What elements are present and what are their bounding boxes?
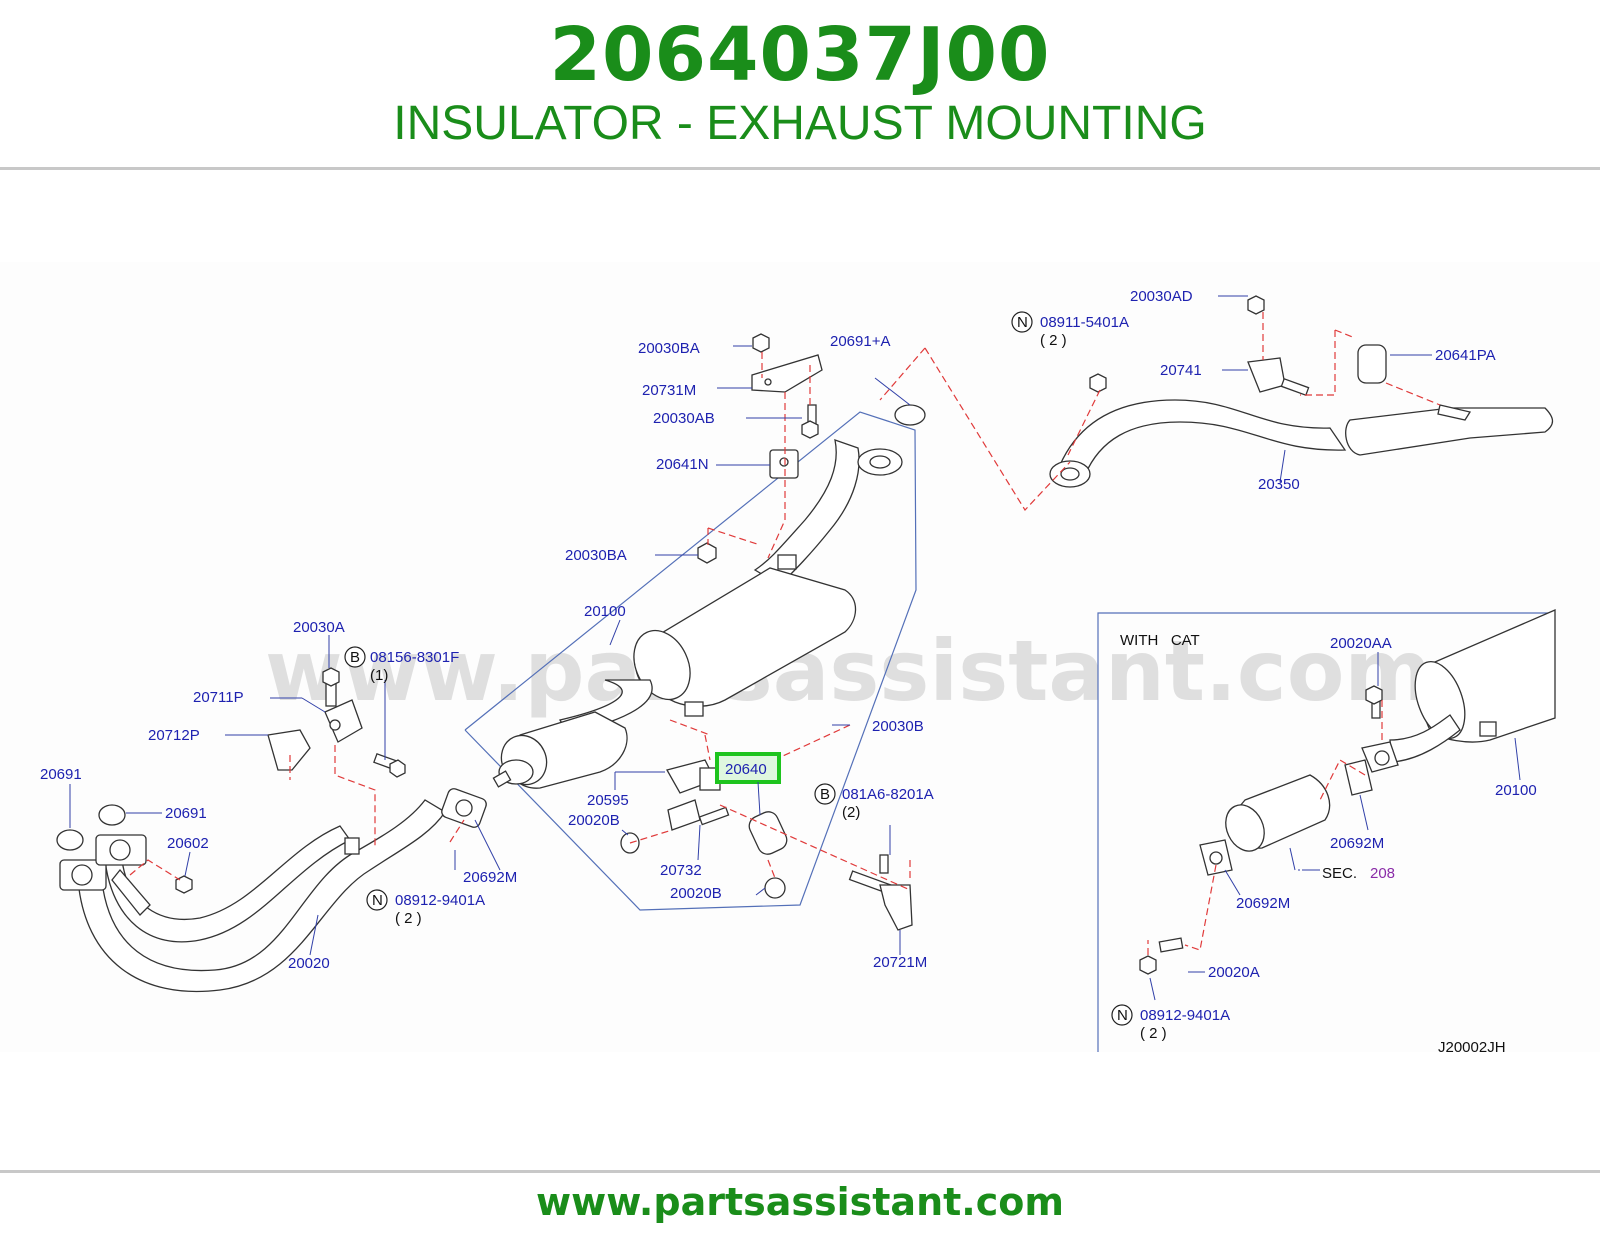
label-20731m[interactable]: 20731M — [642, 382, 696, 399]
label-20692m-cat-lower[interactable]: 20692M — [1236, 895, 1290, 912]
callout-code: 08912-9401A — [1140, 1007, 1230, 1024]
label-20641n[interactable]: 20641N — [656, 456, 709, 473]
label-20692m-left[interactable]: 20692M — [463, 869, 517, 886]
callout-circle — [814, 783, 836, 805]
callout-qty: (2) — [842, 804, 860, 821]
label-20692m-cat-upper[interactable]: 20692M — [1330, 835, 1384, 852]
gasket-20691-plus-a — [894, 404, 926, 426]
label-20602[interactable]: 20602 — [167, 835, 209, 852]
connection-lines — [129, 312, 1441, 955]
label-20691-a[interactable]: 20691 — [40, 766, 82, 783]
label-20020[interactable]: 20020 — [288, 955, 330, 972]
callout-letter: B — [820, 786, 830, 803]
header-divider — [0, 167, 1600, 170]
diagram-code: J20002JH — [1438, 1039, 1506, 1056]
label-20711p[interactable]: 20711P — [193, 689, 244, 706]
label-20030a[interactable]: 20030A — [293, 619, 345, 636]
callout-qty: ( 2 ) — [1140, 1025, 1167, 1042]
label-20741[interactable]: 20741 — [1160, 362, 1202, 379]
label-20732[interactable]: 20732 — [660, 862, 702, 879]
callout-08912-9401a-cat[interactable]: N 08912-9401A ( 2 ) — [1111, 1004, 1230, 1042]
label-20020b-upper[interactable]: 20020B — [568, 812, 620, 829]
part-labels: 20030BA 20691+A 20731M 20030AB 20641N 20… — [40, 288, 1537, 981]
gasket-20691-b — [98, 804, 126, 826]
gasket-20691-a — [56, 829, 84, 851]
with-cat-frame — [1097, 612, 1555, 1052]
nut-20602 — [175, 875, 193, 894]
callout-circle — [1011, 311, 1033, 333]
leader-lines — [69, 295, 1521, 1001]
label-20020a[interactable]: 20020A — [1208, 964, 1260, 981]
sec-reference-link[interactable]: 208 — [1370, 865, 1395, 882]
label-20030ba-mid[interactable]: 20030BA — [565, 547, 627, 564]
label-20020b-lower[interactable]: 20020B — [670, 885, 722, 902]
front-pipe-assembly — [59, 788, 487, 993]
label-20595[interactable]: 20595 — [587, 792, 629, 809]
footer-url[interactable]: www.partsassistant.com — [536, 1180, 1064, 1224]
label-20020aa[interactable]: 20020AA — [1330, 635, 1392, 652]
callout-081a6-8201a[interactable]: B 081A6-8201A (2) — [814, 783, 934, 821]
upper-mount-stack — [697, 333, 926, 564]
highlight-box-20640[interactable] — [715, 752, 781, 784]
callout-letter: N — [1017, 314, 1028, 331]
callout-letter: N — [1117, 1007, 1128, 1024]
label-20350[interactable]: 20350 — [1258, 476, 1300, 493]
part-number-title: 2064037J00 — [549, 12, 1051, 98]
label-20030ab[interactable]: 20030AB — [653, 410, 715, 427]
rear-hanger-assembly — [620, 759, 913, 931]
callout-qty: ( 2 ) — [395, 910, 422, 927]
label-20030ba-top[interactable]: 20030BA — [638, 340, 700, 357]
callout-code: 08911-5401A — [1040, 314, 1129, 331]
with-cat-assembly — [1139, 609, 1556, 975]
sec-prefix: SEC. — [1322, 865, 1357, 882]
callout-code: 08156-8301F — [370, 649, 459, 666]
callout-code: 08912-9401A — [395, 892, 485, 909]
bracket-20711p-20712p — [267, 667, 406, 778]
label-20100[interactable]: 20100 — [584, 603, 626, 620]
callout-circle — [344, 646, 366, 668]
highlighted-part-label[interactable]: 20640 — [725, 761, 767, 778]
label-20100-cat[interactable]: 20100 — [1495, 782, 1537, 799]
with-cat-title: WITH CAT — [1120, 632, 1200, 649]
footer-divider — [0, 1170, 1600, 1173]
page-header: 2064037J00 INSULATOR - EXHAUST MOUNTING — [0, 0, 1600, 170]
callout-qty: (1) — [370, 667, 388, 684]
label-20712p[interactable]: 20712P — [148, 727, 200, 744]
label-20030b[interactable]: 20030B — [872, 718, 924, 735]
callout-08911-5401a[interactable]: N 08911-5401A ( 2 ) — [1011, 311, 1129, 349]
label-20691-plus-a[interactable]: 20691+A — [830, 333, 890, 350]
part-description: INSULATOR - EXHAUST MOUNTING — [393, 97, 1207, 150]
callout-circle — [1111, 1004, 1133, 1026]
callout-08156-8301f[interactable]: B 08156-8301F (1) — [344, 646, 459, 684]
label-20721m[interactable]: 20721M — [873, 954, 927, 971]
callout-qty: ( 2 ) — [1040, 332, 1067, 349]
callout-circle — [366, 889, 388, 911]
callout-08912-9401a-left[interactable]: N 08912-9401A ( 2 ) — [366, 889, 485, 927]
label-20641pa[interactable]: 20641PA — [1435, 347, 1496, 364]
callout-letter: N — [372, 892, 383, 909]
center-muffler-20100 — [492, 439, 903, 789]
muffler-group-frame — [464, 411, 917, 911]
callout-code: 081A6-8201A — [842, 786, 934, 803]
watermark-text: www.partsassistant.com — [265, 622, 1432, 720]
label-20030ad[interactable]: 20030AD — [1130, 288, 1193, 305]
label-20691-b[interactable]: 20691 — [165, 805, 207, 822]
leader-20640 — [757, 781, 761, 816]
tail-pipe-20350 — [1049, 295, 1554, 488]
callout-letter: B — [350, 649, 360, 666]
